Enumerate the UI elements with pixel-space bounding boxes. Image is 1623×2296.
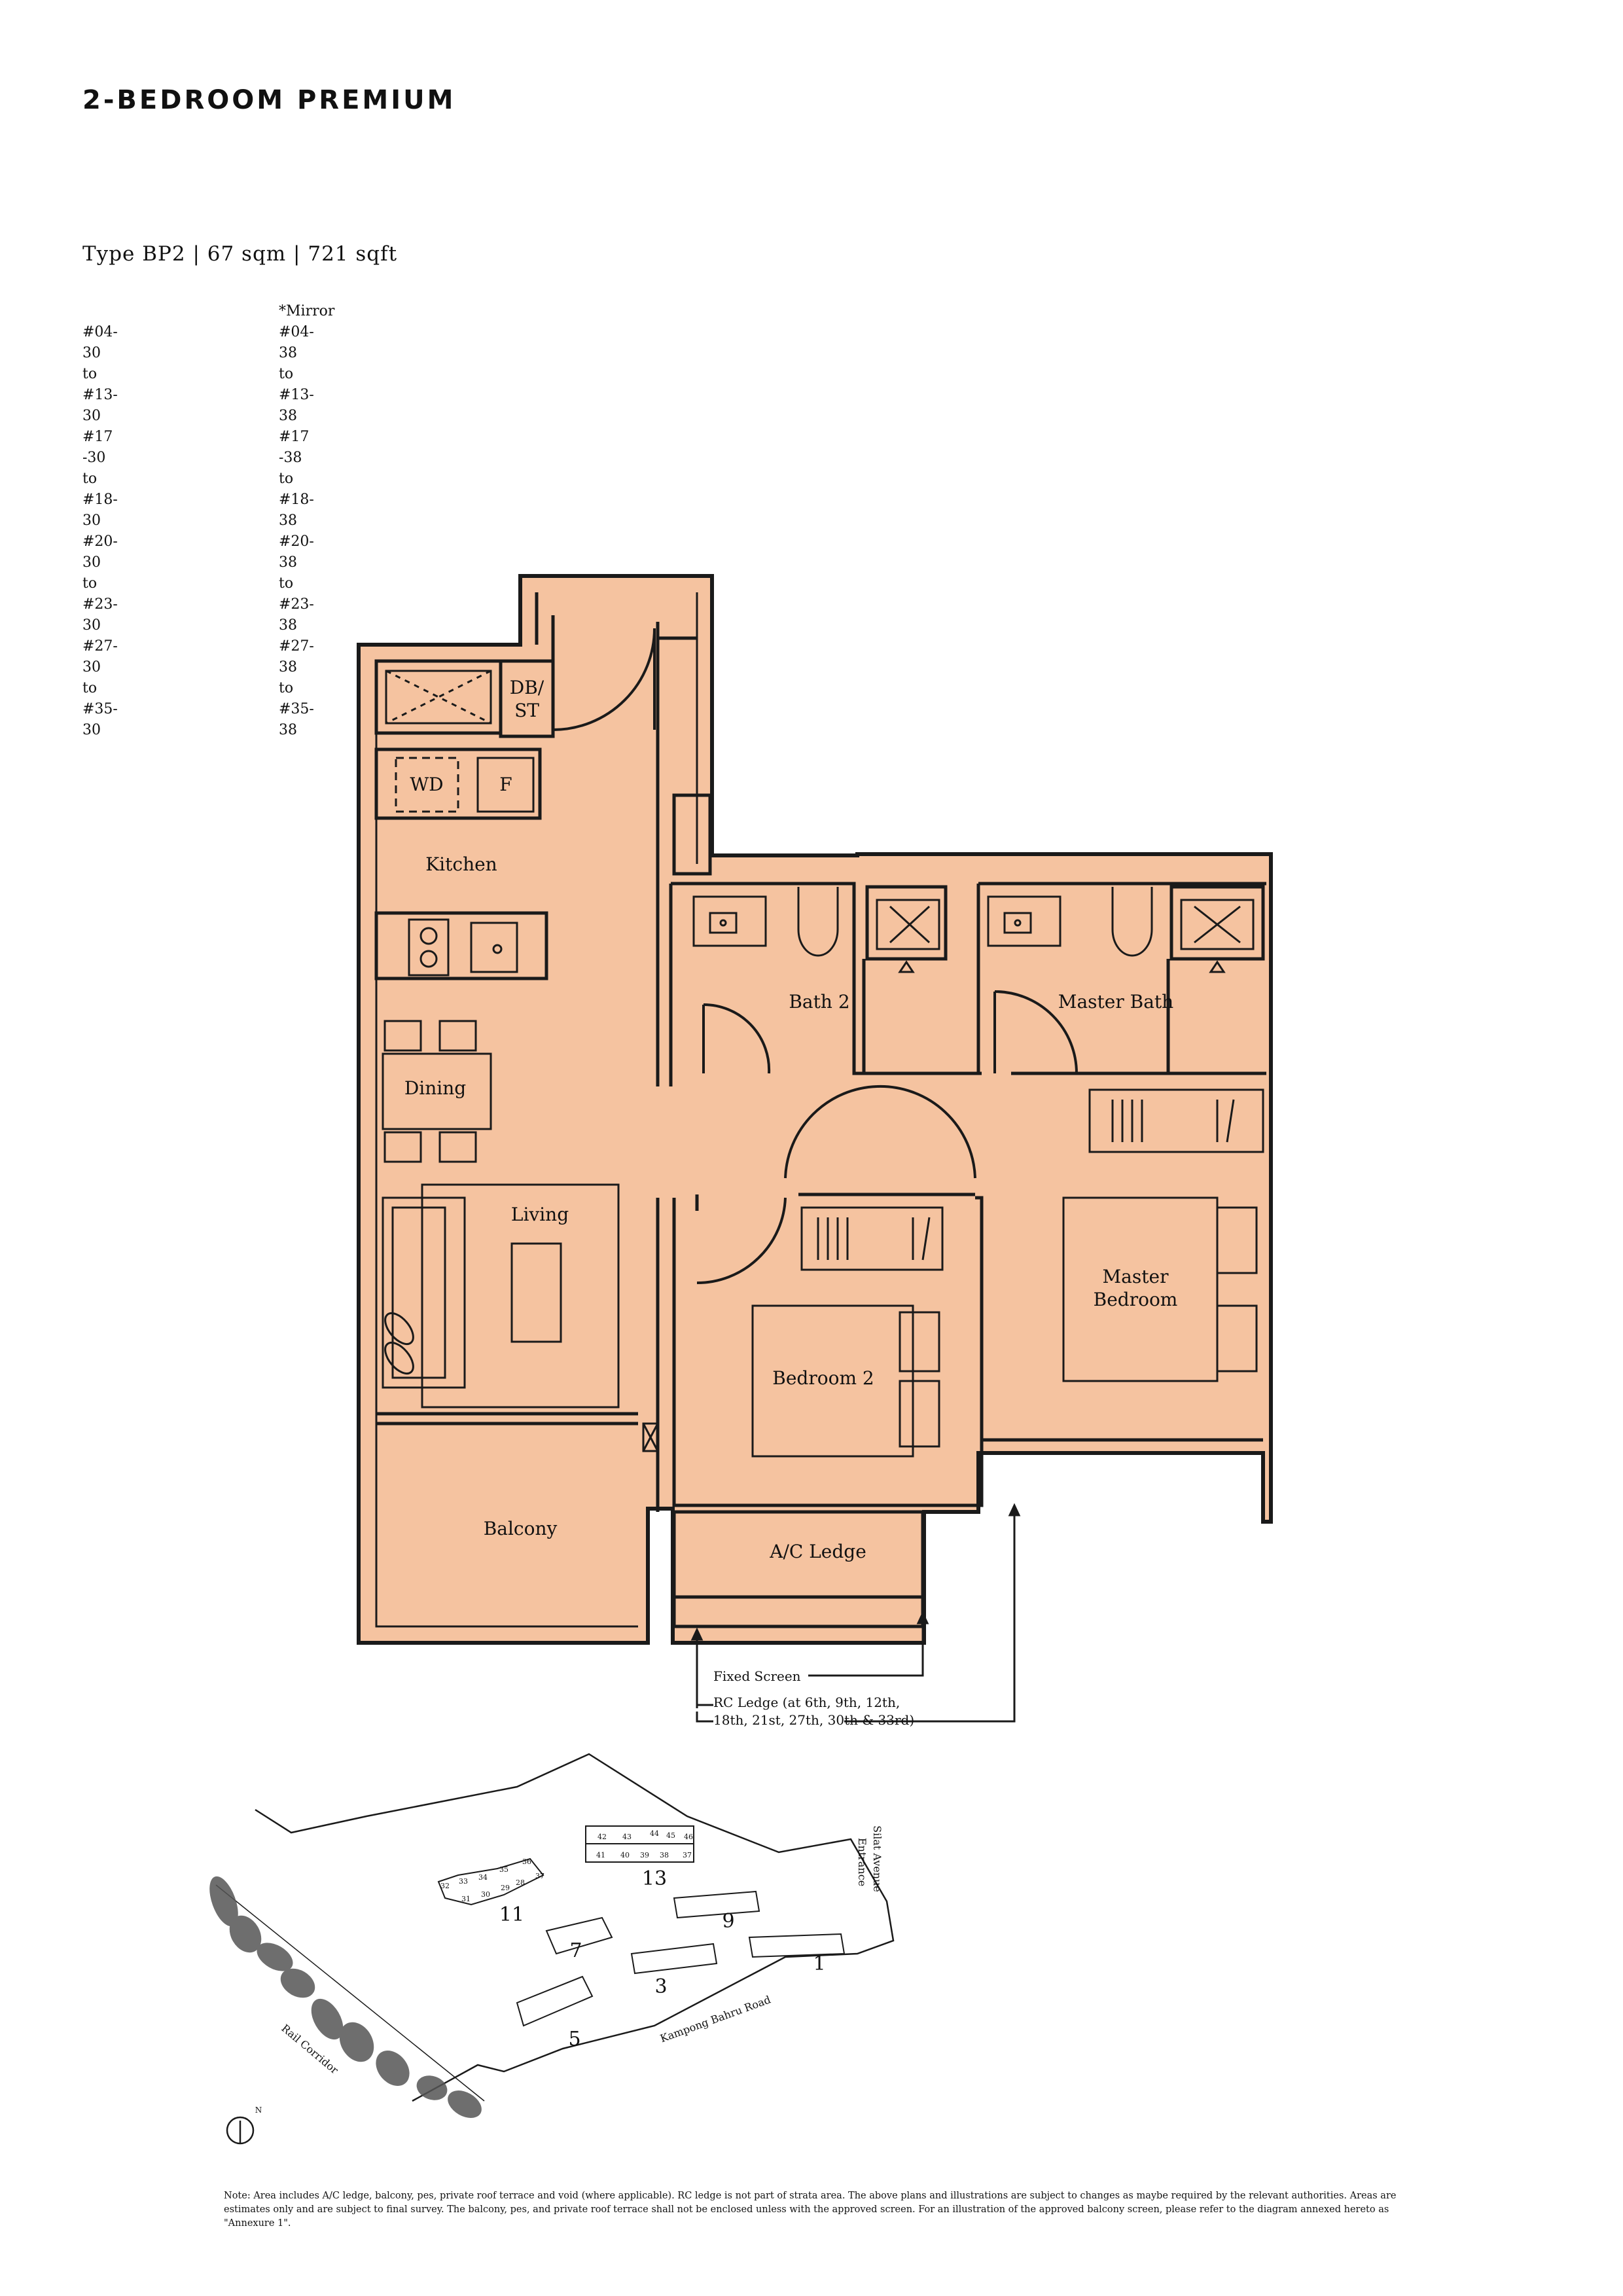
entrance-label: Silat Avenue — [871, 1825, 883, 1892]
sofa-icon — [382, 1196, 466, 1389]
master-bedroom-label: Master — [1103, 1266, 1169, 1287]
unit-number-label: 34 — [478, 1873, 488, 1882]
callout-labels: Fixed Screen RC Ledge (at 6th, 9th, 12th… — [713, 1668, 914, 1728]
unit-number-label: 38 — [660, 1851, 669, 1859]
unit-range: #27-38 to #35-38 — [279, 638, 314, 738]
site-plan — [209, 1753, 895, 2145]
bed-icon — [1062, 1196, 1219, 1382]
fridge-icon — [476, 757, 535, 813]
unit-list-mirror: #04-38 to #13-38 #17 -38 to #18-38 #20-3… — [279, 322, 314, 741]
unit-number-label: 37 — [535, 1872, 544, 1880]
north-label: N — [255, 2106, 262, 2115]
unit-number-label: 40 — [620, 1851, 630, 1859]
unit-range: #20-38 to #23-38 — [279, 533, 314, 634]
unit-number-label: 39 — [640, 1851, 649, 1859]
unit-number-label: 32 — [440, 1882, 450, 1890]
room-labels: DB/ ST WD F Kitchen Bath 2 Master Bath D… — [404, 677, 1178, 1562]
basin-icon — [692, 895, 767, 947]
toilet-icon — [797, 887, 839, 957]
road-label: Kampong Bahru Road — [658, 1993, 772, 2045]
unit-range: #04-30 to #13-30 — [82, 324, 118, 424]
wardrobe-icon — [1088, 1088, 1264, 1153]
balcony-label: Balcony — [484, 1518, 558, 1539]
wardrobe-icon — [800, 1206, 944, 1271]
master-bedroom-door — [876, 1085, 976, 1179]
entrance-door — [552, 628, 656, 731]
unit-number-label: 41 — [596, 1851, 605, 1859]
db-st-label: ST — [514, 700, 539, 721]
fixed-screen-label: Fixed Screen — [713, 1668, 801, 1684]
bath2-label: Bath 2 — [789, 991, 849, 1013]
mirror-label: *Mirror — [279, 303, 335, 319]
dining-table-icon — [382, 1052, 492, 1130]
block-label: 1 — [813, 1952, 825, 1975]
sink-icon — [470, 922, 518, 973]
doors — [552, 628, 1078, 1284]
stove-icon — [408, 918, 450, 977]
coffee-table-icon — [510, 1242, 562, 1343]
rail-corridor-line — [215, 1884, 485, 2102]
db-st-label: DB/ — [510, 677, 544, 698]
wd-label: WD — [410, 774, 443, 795]
callouts — [690, 1503, 1021, 1723]
entrance-label: Entrance — [856, 1838, 868, 1886]
walls — [374, 592, 1266, 1628]
site-boundary — [255, 1753, 895, 2102]
unit-range: #17 -30 to #18-30 — [82, 429, 118, 529]
block-label: 3 — [654, 1975, 667, 1998]
unit-number-label: 31 — [461, 1895, 471, 1903]
living-area-icon — [421, 1183, 620, 1408]
master-bath-door — [994, 990, 1078, 1074]
unit-range: #20-30 to #23-30 — [82, 533, 118, 634]
unit-number-label: 46 — [684, 1833, 693, 1841]
unit-number-label: 42 — [597, 1833, 607, 1841]
kitchen-label: Kitchen — [425, 853, 497, 875]
basin-icon — [987, 895, 1061, 947]
unit-range: #17 -38 to #18-38 — [279, 429, 314, 529]
dining-label: Dining — [404, 1077, 466, 1099]
unit-number-label: 43 — [622, 1833, 632, 1841]
unit-list-standard: #04-30 to #13-30 #17 -30 to #18-30 #20-3… — [82, 322, 118, 741]
unit-number-label: 29 — [501, 1884, 510, 1892]
living-bedroom-door — [696, 1197, 787, 1284]
bedroom2-label: Bedroom 2 — [772, 1367, 874, 1389]
block-label: 9 — [722, 1910, 734, 1933]
bath2-door — [703, 1003, 771, 1074]
block-label: 5 — [568, 2028, 580, 2051]
living-label: Living — [511, 1204, 569, 1225]
unit-type-line: Type BP2 | 67 sqm | 721 sqft — [82, 242, 398, 266]
unit-range: #04-38 to #13-38 — [279, 324, 314, 424]
block-label: 11 — [499, 1903, 524, 1926]
unit-number-label: 30 — [481, 1890, 490, 1899]
fixtures — [382, 670, 1264, 1458]
toilet-icon — [1111, 887, 1153, 957]
site-plan-labels: 1 3 5 7 9 11 13 32 33 34 35 36 31 30 29 … — [255, 1825, 883, 2115]
unit-number-label: 37 — [683, 1851, 692, 1859]
rc-ledge-label: 18th, 21st, 27th, 30th & 33rd) — [713, 1712, 914, 1728]
unit-range: #27-30 to #35-30 — [82, 638, 118, 738]
disclaimer-note: Note: Area includes A/C ledge, balcony, … — [224, 2191, 1397, 2229]
bedroom2-door — [784, 1085, 878, 1179]
floor-fill — [357, 574, 1273, 1645]
shower-icon — [385, 670, 492, 725]
rc-ledge-label: RC Ledge (at 6th, 9th, 12th, — [713, 1695, 900, 1710]
washer-dryer-icon — [395, 757, 459, 813]
block-label: 7 — [569, 1939, 582, 1962]
master-bath-label: Master Bath — [1058, 991, 1173, 1013]
fridge-label: F — [499, 774, 512, 795]
block-label: 13 — [642, 1867, 667, 1890]
unit-number-label: 28 — [516, 1878, 525, 1887]
ac-ledge-label: A/C Ledge — [769, 1541, 866, 1562]
master-bedroom-label: Bedroom — [1094, 1289, 1178, 1310]
unit-number-label: 33 — [459, 1877, 468, 1886]
unit-number-label: 36 — [522, 1857, 531, 1866]
unit-number-label: 35 — [499, 1865, 508, 1874]
block-footprints — [437, 1825, 846, 2027]
unit-number-label: 44 — [650, 1829, 659, 1838]
unit-number-label: 45 — [666, 1831, 675, 1840]
page-title: 2-BEDROOM PREMIUM — [82, 85, 456, 115]
floor-area — [357, 574, 1273, 1645]
